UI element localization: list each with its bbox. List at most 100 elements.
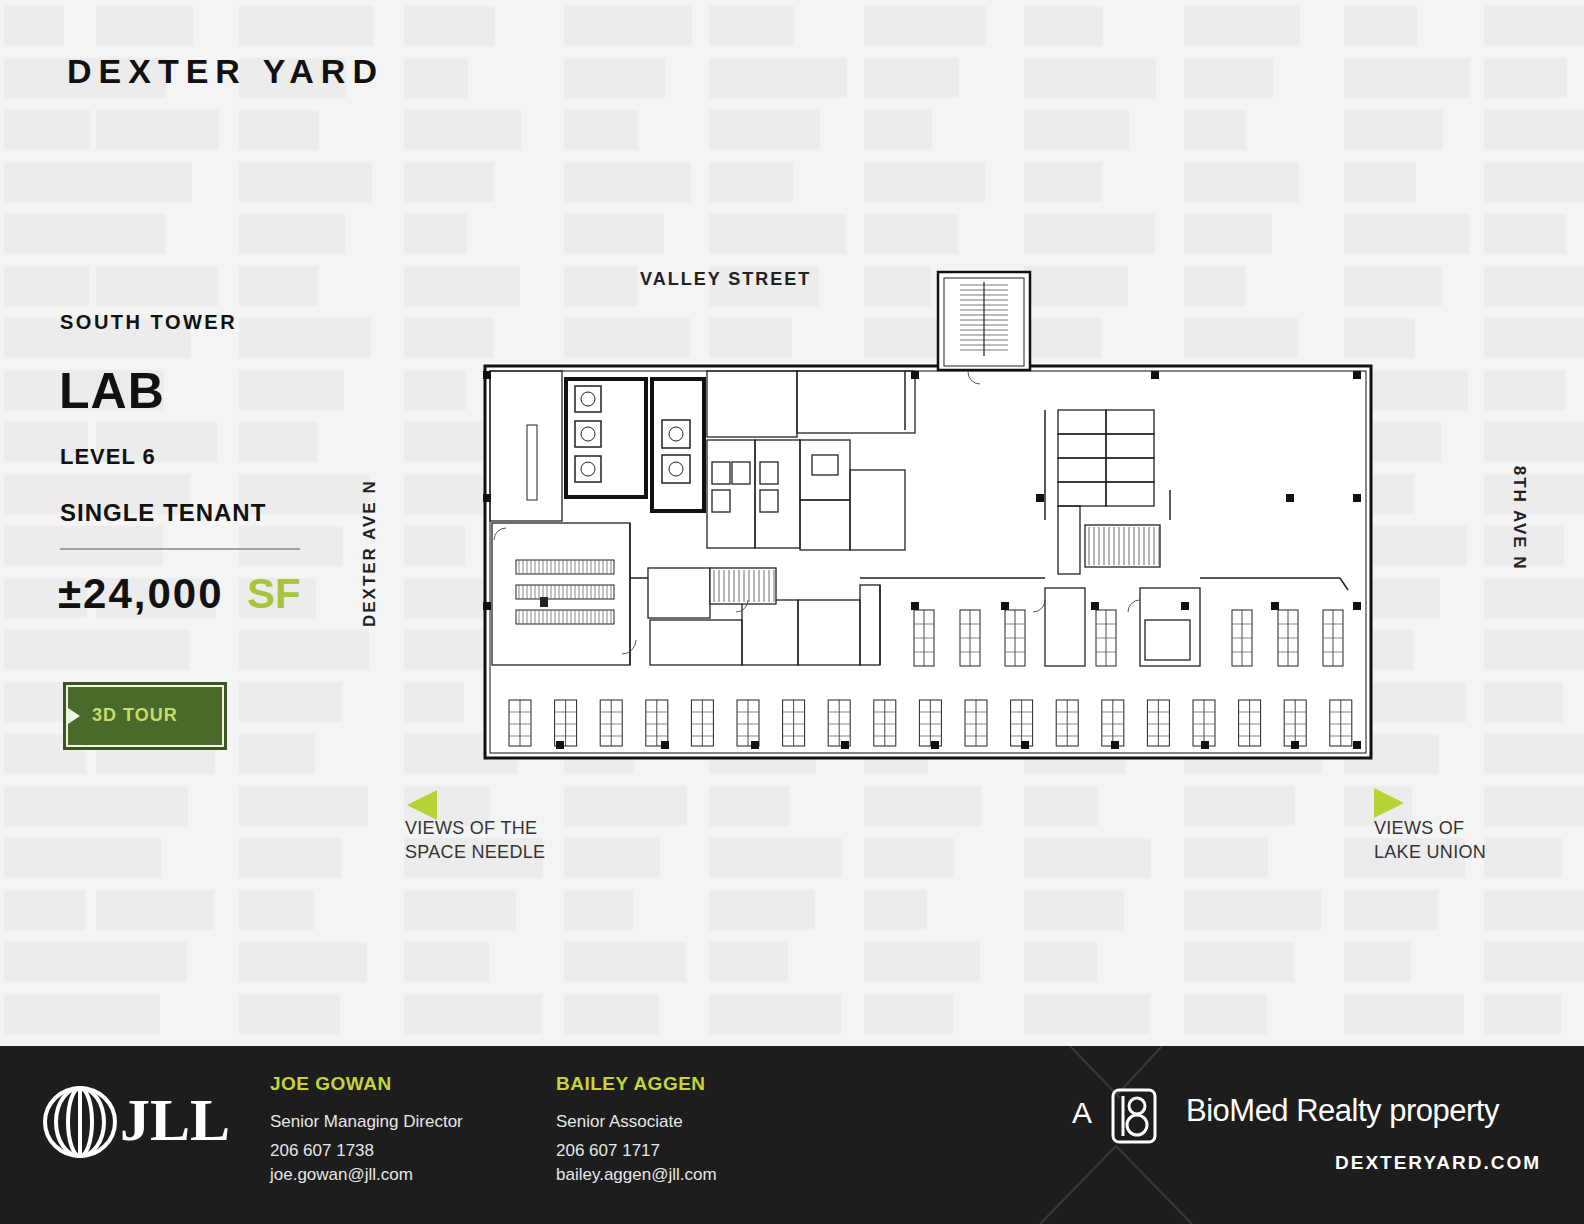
stair-annex	[938, 272, 1030, 370]
lab-bench	[914, 638, 934, 639]
view-arrow-left	[407, 790, 437, 820]
pattern-block	[564, 318, 690, 358]
pattern-block	[864, 110, 932, 150]
lab-bench	[691, 736, 713, 737]
shelving	[531, 585, 532, 599]
room-wall	[1106, 482, 1154, 506]
lab-bench	[691, 700, 713, 746]
partition-wall	[904, 371, 906, 430]
shelving	[595, 610, 596, 624]
shelving	[559, 610, 560, 624]
space-type: LAB	[59, 366, 165, 416]
lab-bench	[1067, 700, 1068, 746]
door-swing	[736, 600, 748, 612]
pattern-block	[1484, 318, 1584, 358]
pattern-block	[404, 526, 465, 566]
contact-email: joe.gowan@jll.com	[270, 1165, 413, 1185]
lab-bench	[1284, 724, 1306, 725]
stair-annex-inner	[944, 278, 1024, 366]
lab-bench	[1278, 624, 1298, 625]
stair-tread	[1104, 527, 1105, 565]
pattern-block	[1184, 58, 1273, 98]
pattern-block	[404, 474, 492, 514]
lab-bench	[656, 700, 657, 746]
lab-bench	[874, 736, 896, 737]
pattern-block	[1484, 942, 1584, 982]
shelving	[539, 610, 540, 624]
lab-bench	[783, 736, 805, 737]
lab-bench	[1005, 624, 1025, 625]
lab-bench	[1147, 724, 1169, 725]
elevator-car	[575, 456, 601, 482]
column	[1091, 602, 1099, 610]
lab-bench	[555, 724, 577, 725]
lab-bench	[1096, 638, 1116, 639]
room-wall	[707, 440, 755, 548]
lab-bench	[1278, 610, 1298, 666]
stair	[1085, 525, 1160, 567]
shelving	[575, 585, 576, 599]
contact-phone: 206 607 1738	[270, 1141, 374, 1161]
shelving	[527, 585, 528, 599]
lab-bench	[1112, 700, 1113, 746]
pattern-block	[709, 58, 847, 98]
stair-tread	[749, 570, 750, 602]
column	[1353, 741, 1361, 749]
room-wall	[742, 600, 798, 665]
lab-bench	[1005, 610, 1025, 666]
door-swing	[494, 528, 506, 540]
pattern-block	[1024, 786, 1098, 826]
column	[841, 741, 849, 749]
lab-bench	[1147, 700, 1169, 746]
partition-wall	[629, 523, 631, 665]
column	[1111, 741, 1119, 749]
shelving	[535, 585, 536, 599]
street-label: 8TH AVE N	[1508, 466, 1528, 571]
column	[661, 741, 669, 749]
pattern-block	[864, 942, 980, 982]
stair-tread	[1149, 527, 1150, 565]
pattern-block	[4, 266, 89, 306]
pattern-block	[1184, 6, 1300, 46]
shelving	[583, 560, 584, 574]
contact-title: Senior Managing Director	[270, 1112, 463, 1132]
shelving	[567, 585, 568, 599]
stair-tread	[1159, 527, 1160, 565]
biomed-logo	[1113, 1090, 1155, 1142]
shelving	[611, 585, 612, 599]
lab-bench	[965, 700, 987, 746]
lab-bench	[1330, 736, 1352, 737]
lab-bench	[783, 700, 805, 746]
room-wall	[800, 500, 850, 550]
pattern-block	[239, 838, 341, 878]
shelving	[539, 585, 540, 599]
shelving	[551, 560, 552, 574]
shelving	[603, 560, 604, 574]
lab-bench	[1193, 724, 1215, 725]
pattern-block	[709, 318, 792, 358]
shelving	[555, 610, 556, 624]
room-wall	[650, 620, 742, 665]
lab-bench	[914, 652, 934, 653]
pattern-block	[1484, 58, 1567, 98]
room-wall	[1058, 434, 1106, 458]
lab-bench	[1232, 638, 1252, 639]
shelving	[523, 560, 524, 574]
stair-tread	[744, 570, 745, 602]
lab-bench	[1323, 652, 1343, 653]
pattern-block	[564, 786, 687, 826]
pattern-block	[4, 994, 111, 1034]
pattern-block	[864, 890, 927, 930]
pattern-block	[4, 6, 64, 46]
room-wall	[490, 371, 562, 521]
shelving	[599, 560, 600, 574]
column	[1286, 494, 1294, 502]
elevator-core	[652, 379, 704, 511]
lab-bench	[1096, 610, 1116, 666]
pattern-block	[239, 786, 368, 826]
lab-bench	[828, 724, 850, 725]
pattern-block	[96, 890, 214, 930]
shelving	[579, 560, 580, 574]
room-wall	[800, 440, 850, 500]
bench	[527, 425, 537, 500]
